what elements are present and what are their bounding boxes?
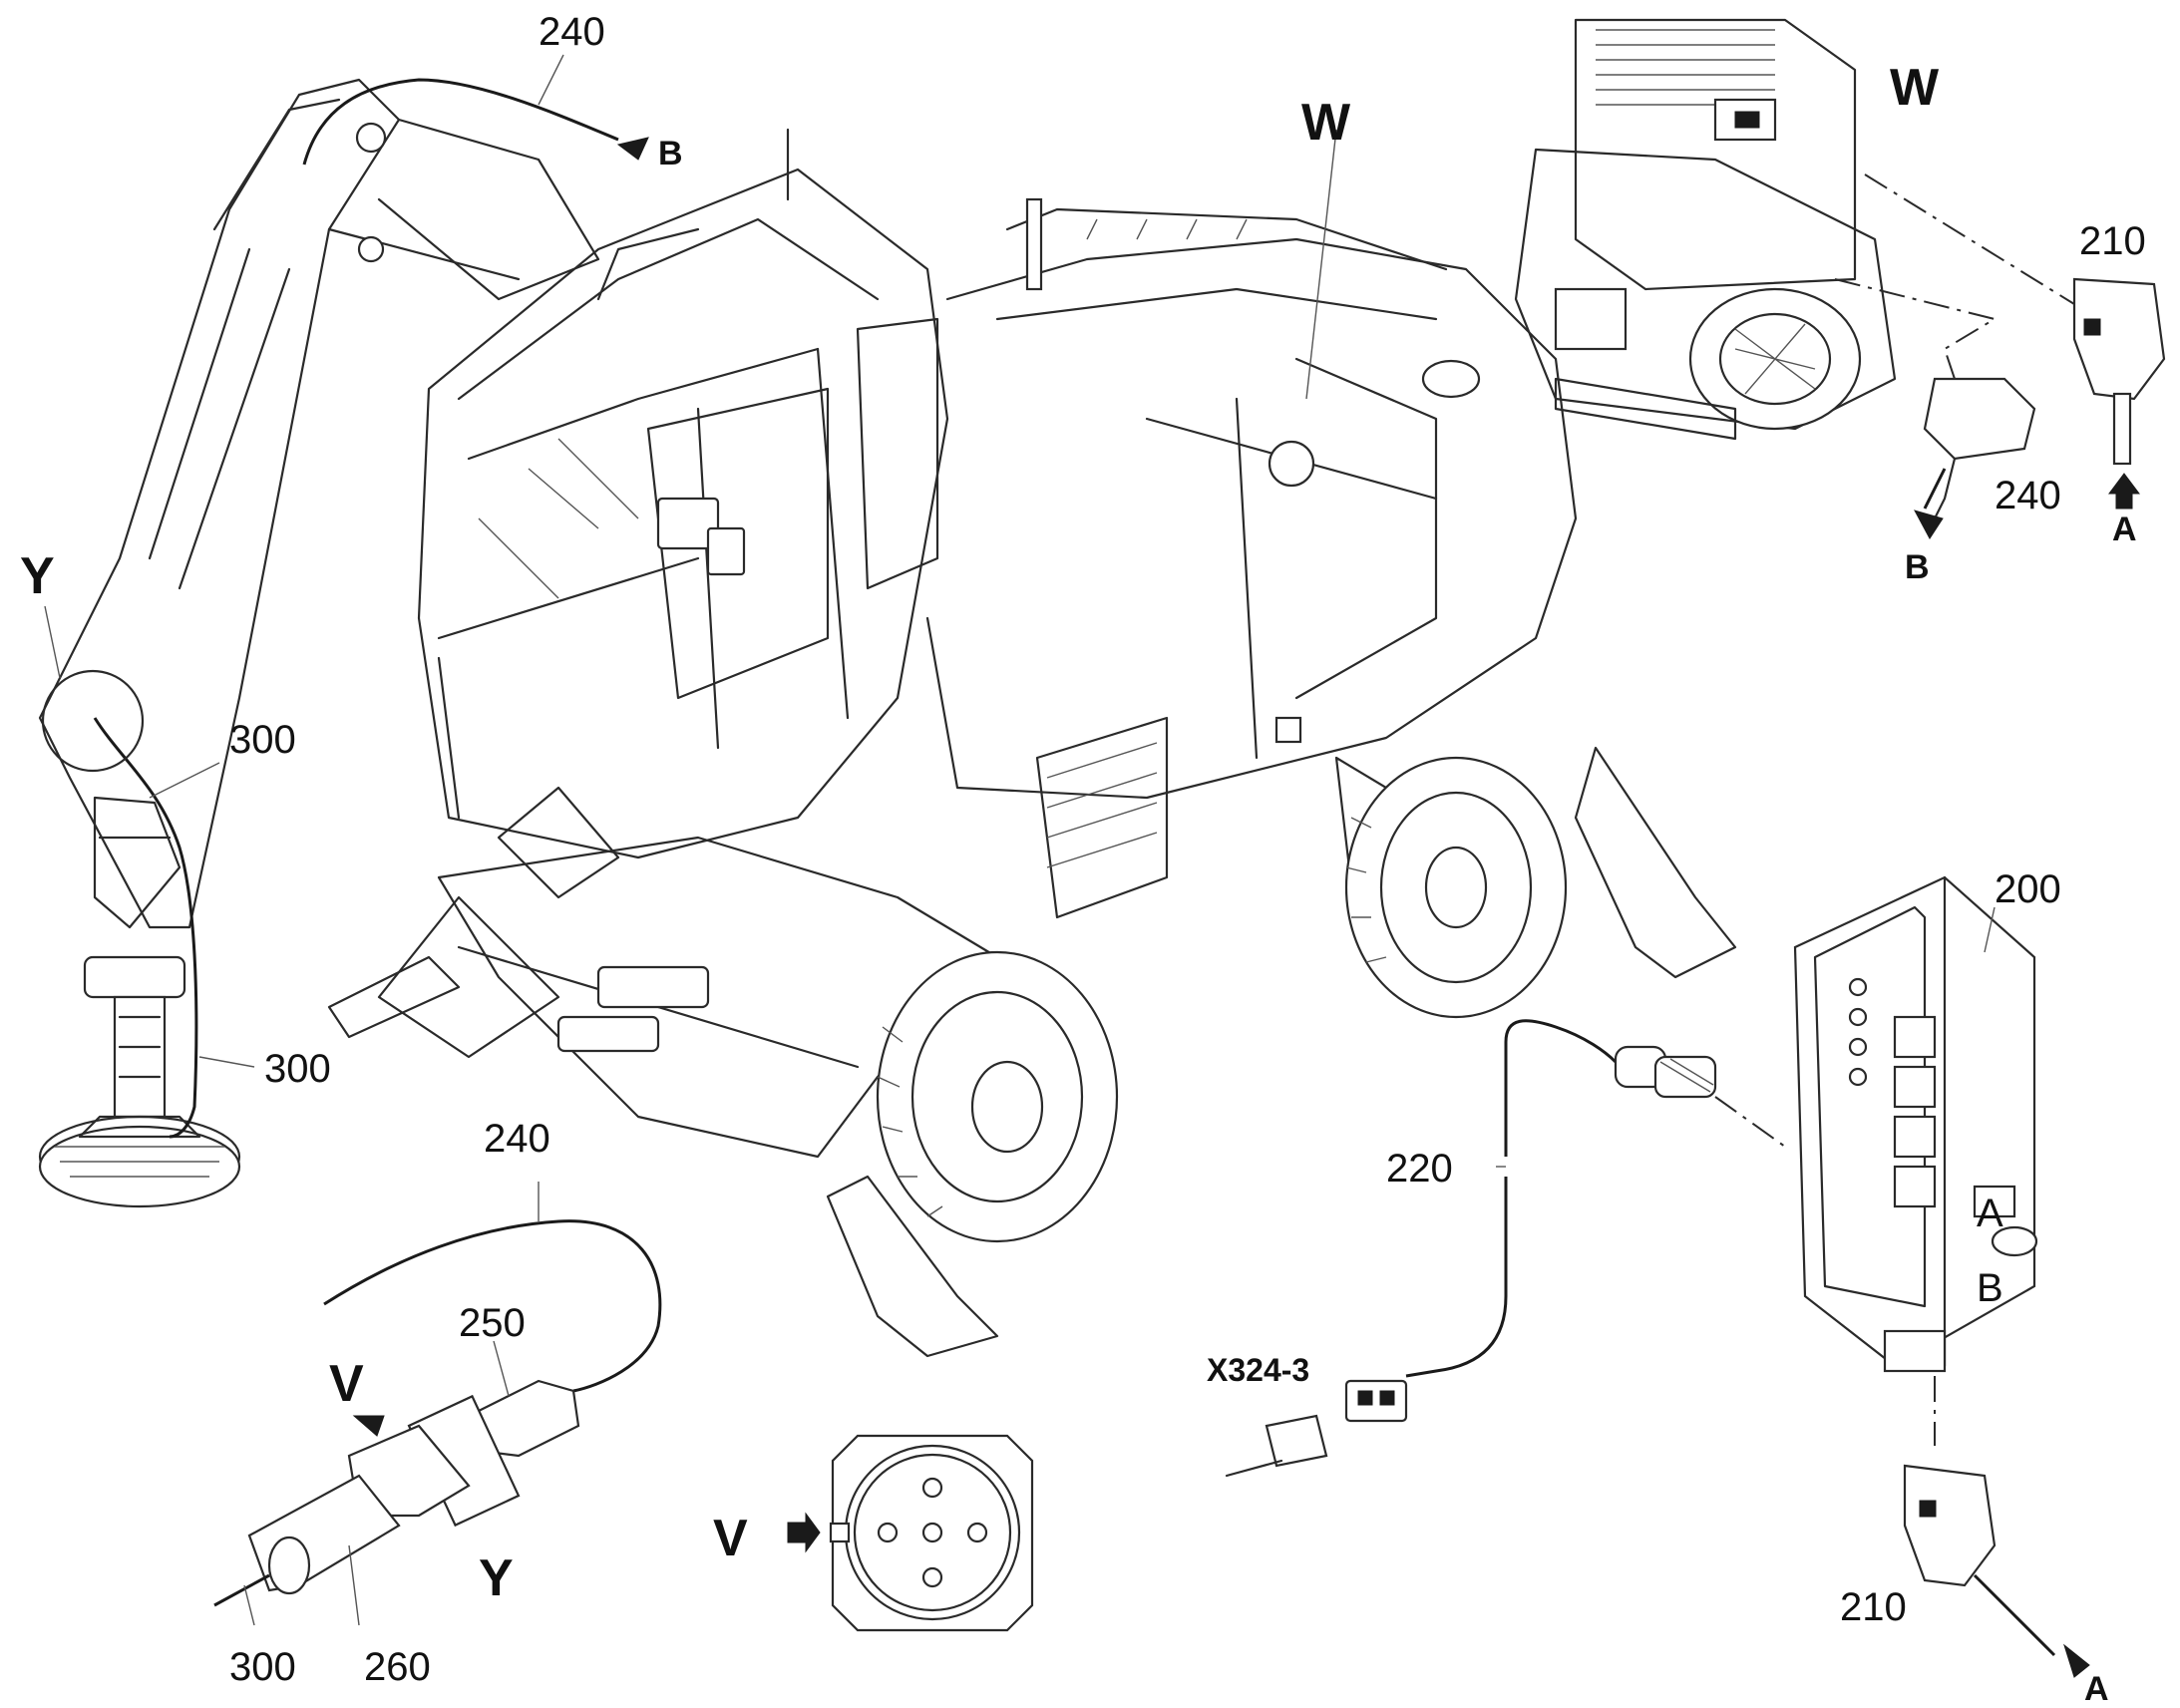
label-220: 220 [1386, 1147, 1453, 1191]
labels: 240 B W W 210 240 B A Y 300 300 200 240 … [20, 10, 2146, 1708]
label-240-top: 240 [539, 10, 605, 54]
label-250: 250 [459, 1301, 526, 1345]
arrow-a-bottom [2063, 1643, 2090, 1678]
label-240-bottom: 240 [484, 1117, 550, 1161]
label-v-connector: V [329, 1355, 364, 1413]
label-b-detail: B [1905, 548, 1930, 586]
label-300-bottom: 300 [229, 1645, 296, 1689]
label-210-bottom: 210 [1840, 1585, 1907, 1629]
connector-assembly [213, 1219, 662, 1607]
connector-210-bottom [1903, 1464, 2090, 1678]
w-detail-illustration [1514, 18, 2166, 539]
detail-circle-y [41, 669, 145, 773]
panel-mark-a: A [1977, 1192, 2003, 1235]
arrow-a-detail [2108, 473, 2140, 510]
socket-view-v [787, 1434, 1034, 1632]
wheels [497, 756, 1568, 1243]
control-panel-200: A B [1714, 875, 2038, 1446]
arrow-b-detail [1914, 510, 1944, 539]
cable-240-loose [323, 1219, 662, 1393]
label-x324-3: X324-3 [1207, 1352, 1309, 1388]
label-200: 200 [1995, 867, 2061, 911]
label-y-boom: Y [20, 547, 55, 605]
arrow-v-socket [787, 1512, 821, 1553]
label-a-detail: A [2112, 511, 2137, 548]
leader-lines [44, 54, 1996, 1626]
panel-mark-b: B [1977, 1266, 2003, 1310]
label-b-top: B [658, 135, 683, 172]
arrow-v-connector [352, 1415, 385, 1437]
label-y-detail: Y [479, 1549, 514, 1607]
label-w-main: W [1301, 94, 1351, 152]
label-v-socket: V [713, 1510, 748, 1567]
rotator-head [38, 955, 241, 1208]
arrow-b-top [616, 137, 649, 161]
excavator-illustration [38, 78, 1737, 1358]
cable-300-boom [93, 717, 198, 1139]
label-300-upper: 300 [229, 718, 296, 762]
label-240-w: 240 [1995, 474, 2061, 517]
label-300-lower: 300 [264, 1047, 331, 1091]
upper-body [925, 197, 1578, 919]
boom-arm [38, 78, 600, 929]
label-a-bottom: A [2084, 1670, 2109, 1708]
label-260: 260 [364, 1645, 431, 1689]
cab [417, 128, 949, 859]
label-w-detail: W [1890, 59, 1940, 117]
cable-240-boom [302, 78, 619, 166]
cable-220 [1225, 1019, 1717, 1478]
label-210-top: 210 [2079, 219, 2146, 263]
